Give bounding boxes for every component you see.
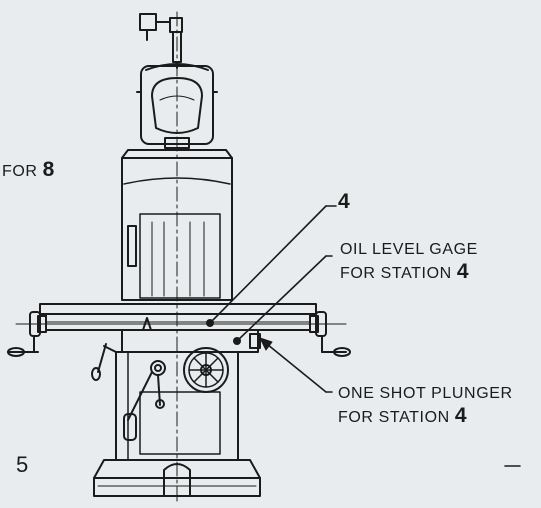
leader-lines <box>209 205 521 467</box>
machine-base <box>93 459 261 497</box>
saddle-knee <box>115 329 261 461</box>
knee-handwheel <box>183 347 229 393</box>
label-oil-level-gage: OIL LEVEL GAGE <box>340 241 478 258</box>
label-plunger-station-number: 4 <box>454 404 468 427</box>
label-plunger-station-text: FOR STATION <box>338 409 450 426</box>
label-callout-4: 4 <box>338 190 351 213</box>
label-oil-station-number: 4 <box>456 260 470 283</box>
label-plunger-station: FOR STATION 4 <box>338 404 468 428</box>
label-one-shot-plunger: ONE SHOT PLUNGER <box>338 385 513 402</box>
label-oil-station-text: FOR STATION <box>340 265 452 282</box>
label-for-8: FOR 8 <box>2 158 55 182</box>
label-for-8-number: 8 <box>42 158 55 181</box>
left-handwheel <box>7 311 47 357</box>
label-callout-5: 5 <box>16 452 29 477</box>
knee-levers <box>91 343 166 441</box>
work-table <box>15 303 347 345</box>
label-oil-station: FOR STATION 4 <box>340 260 470 284</box>
label-for-8-prefix: FOR <box>2 163 38 180</box>
spindle-top <box>139 13 183 69</box>
arrowhead <box>259 337 273 351</box>
right-handwheel <box>309 311 351 357</box>
machine-head <box>136 63 218 149</box>
